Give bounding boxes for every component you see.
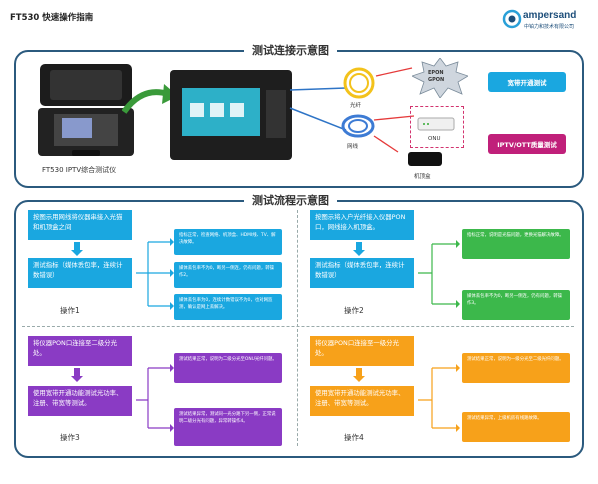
broadband-test-button[interactable]: 宽带开通测试	[488, 72, 566, 92]
op3-result-2: 测试结果异常，测试同一光分路下另一侧，正常说明二级分光有问题，异常转操作4。	[174, 408, 282, 446]
cable-label: 网线	[347, 144, 359, 150]
op1-label: 操作1	[60, 306, 80, 315]
op2-step2: 测试指标（媒体丢包率，连续计数错误）	[310, 258, 414, 288]
op2-label: 操作2	[344, 306, 364, 315]
op1-arrow-stem	[74, 242, 80, 250]
op4-step1: 将仪器PON口连接至一级分光处。	[310, 336, 414, 366]
ampersand-logo-icon	[502, 9, 522, 29]
document-title: FT530 快速操作指南	[10, 13, 94, 23]
onu-label: ONU	[428, 136, 441, 142]
fiber-coil-icon	[343, 67, 375, 99]
op2-result-1: 指标正常，说明是光猫问题，更换光猫解决故障。	[462, 229, 570, 259]
op4-down-arrow-icon	[353, 376, 365, 382]
screen-tile	[230, 103, 244, 117]
screen-tile	[210, 103, 224, 117]
op4-branch-lines	[418, 364, 460, 432]
flow-panel-title: 测试流程示意图	[244, 192, 337, 208]
op2-arrow-stem	[356, 242, 362, 250]
network-cable-icon	[341, 114, 375, 138]
onu-device-icon	[417, 117, 455, 131]
op2-down-arrow-icon	[353, 250, 365, 256]
instrument-device	[170, 70, 292, 160]
screen-tile	[190, 103, 204, 117]
logo-subtitle: 中铂力和技术有限公司	[524, 24, 575, 30]
op3-step2: 使用宽带开通功能测试光功率、注册、带宽等测试。	[28, 386, 132, 416]
op1-down-arrow-icon	[71, 250, 83, 256]
op2-result-2: 媒体丢包率不为0，断另一侧连，仍有问题，转操作3。	[462, 290, 570, 320]
op4-label: 操作4	[344, 433, 364, 442]
logo-brand: ampersand	[523, 10, 577, 21]
fiber-label: 光纤	[350, 103, 362, 109]
op4-arrow-stem	[356, 368, 362, 376]
op3-down-arrow-icon	[71, 376, 83, 382]
op4-result-2: 测试结果异常，上级机房有线路故障。	[462, 412, 570, 442]
epon-label: EPON GPON	[428, 70, 445, 83]
cable-lines	[289, 67, 415, 153]
op3-arrow-stem	[74, 368, 80, 376]
op4-result-1: 测试结果正常，说明为一级分光至二级光纤问题。	[462, 353, 570, 383]
op1-step2: 测试指标（媒体丢包率，连续计数错误）	[28, 258, 132, 288]
op2-step1: 按图示将入户光纤接入仪器PON口，网线接入机顶盒。	[310, 210, 414, 240]
op1-step1: 按图示用网线将仪器串接入光猫和机顶盒之间	[28, 210, 132, 240]
flow-divider-vertical	[297, 210, 298, 446]
op1-result-3: 媒体丢包率为0，连续计数错误不为0，也对网监测，确认是网上丢解决。	[174, 294, 282, 320]
op4-step2: 使用宽带开通功能测试光功率、注册、带宽等测试。	[310, 386, 414, 416]
set-top-box-icon	[408, 152, 442, 166]
onu-frame	[410, 106, 464, 148]
connection-panel-title: 测试连接示意图	[244, 42, 337, 58]
op3-label: 操作3	[60, 433, 80, 442]
op2-branch-lines	[418, 240, 460, 308]
test-instrument-case	[36, 62, 136, 160]
device-ports	[266, 90, 286, 138]
op3-step1: 将仪器PON口连接至二级分光处。	[28, 336, 132, 366]
epon-burst-icon	[412, 58, 468, 98]
stb-label: 机顶盒	[414, 174, 431, 180]
op3-branch-lines	[136, 364, 174, 432]
flow-divider-horizontal	[22, 326, 574, 327]
op1-result-2: 媒体丢包率不为0，断另一侧连，仍有问题，转操作2。	[174, 262, 282, 288]
op1-result-1: 指标正常，检查网络、机顶盒、HDMI线、TV、解决故障。	[174, 229, 282, 255]
op3-result-1: 测试结果正常，说明为二级分光至ONU光纤问题。	[174, 353, 282, 383]
op1-branch-lines	[136, 238, 174, 310]
device-caption: FT530 IPTV综合测试仪	[42, 166, 117, 174]
iptv-quality-test-button[interactable]: IPTV/OTT质量测试	[488, 134, 566, 154]
